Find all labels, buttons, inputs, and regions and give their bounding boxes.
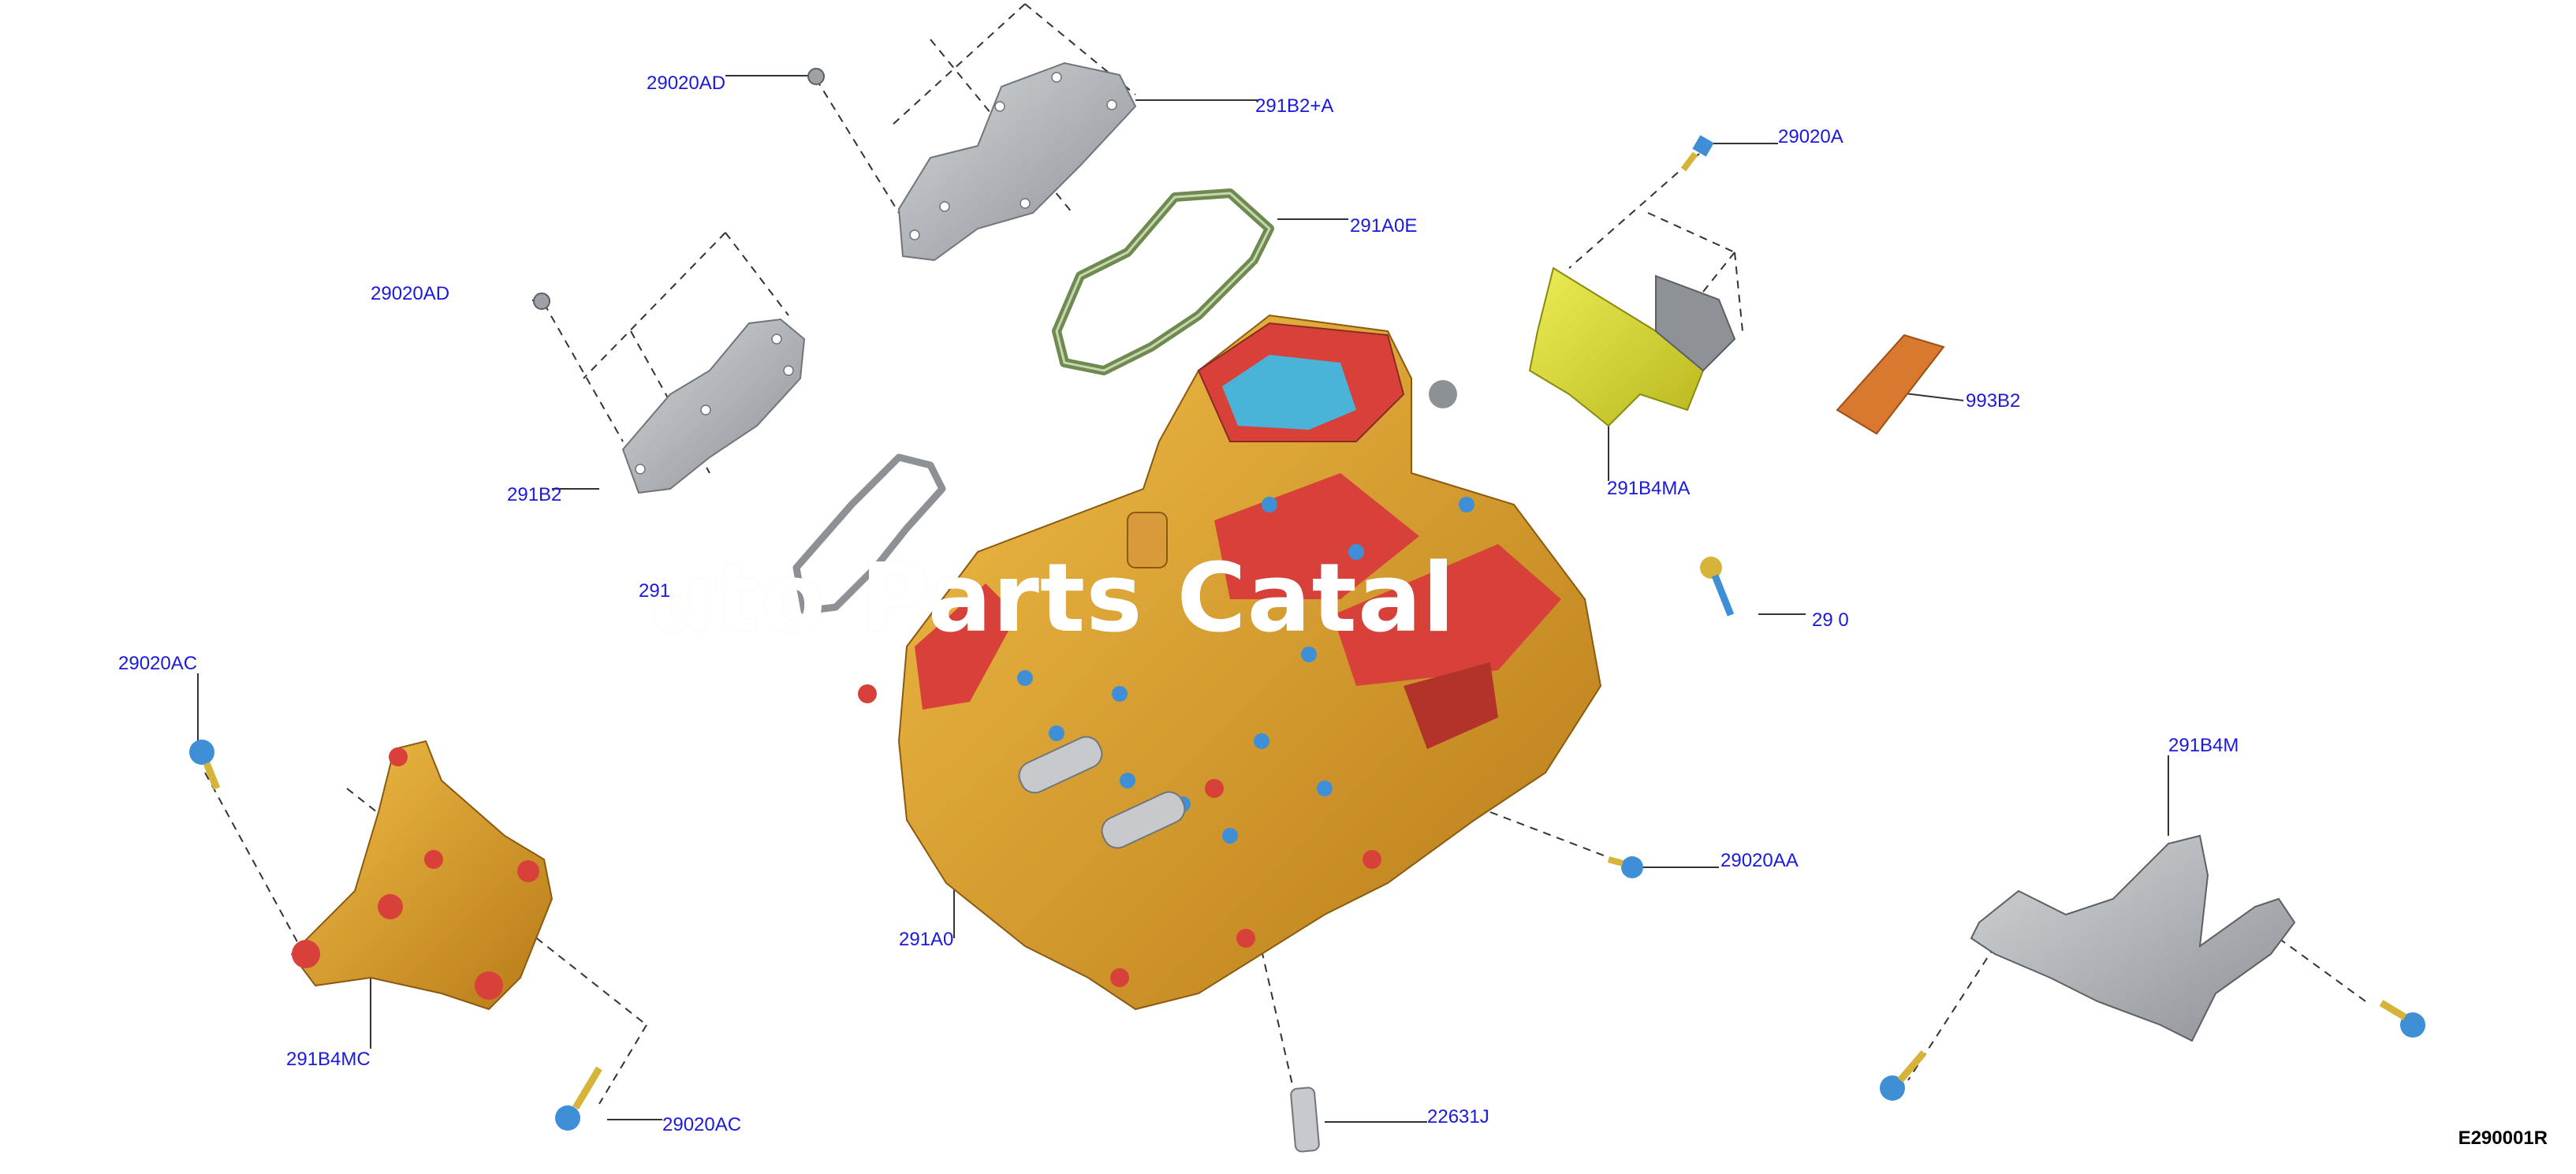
top-cover-plate (897, 61, 1137, 262)
middle-cover-plate (621, 318, 806, 494)
callout-291-partial[interactable]: 291 (639, 580, 671, 602)
bolt-right-b (2379, 1000, 2425, 1038)
bolt-29020AA (1607, 856, 1643, 878)
callout-29020A[interactable]: 29020A (1778, 126, 1843, 147)
callout-29020AC-bottom[interactable]: 29020AC (662, 1114, 742, 1135)
callout-29020AC-left[interactable]: 29020AC (118, 653, 198, 674)
right-grey-bracket (1970, 834, 2296, 1042)
bolt-29020AC-left (189, 740, 221, 790)
sensor-22631J (1290, 1086, 1320, 1153)
green-gasket (1052, 188, 1274, 375)
callout-291A0[interactable]: 291A0 (899, 929, 954, 950)
callout-993B2[interactable]: 993B2 (1966, 390, 2021, 412)
callout-291B4MC[interactable]: 291B4MC (286, 1049, 371, 1070)
bolt-29020AD-mid (533, 293, 550, 310)
bolt-2900-partial (1700, 557, 1735, 617)
callout-291A0E[interactable]: 291A0E (1350, 215, 1418, 237)
main-transmission-housing (858, 314, 1602, 1011)
callout-29020AD-top[interactable]: 29020AD (647, 73, 726, 94)
left-gold-bracket (290, 740, 554, 1011)
callout-291B4M[interactable]: 291B4M (2168, 735, 2239, 756)
yellow-bracket (1528, 266, 1736, 427)
leader-lines (197, 75, 2169, 1123)
callout-29020AA[interactable]: 29020AA (1720, 850, 1799, 871)
bolt-right-a (1880, 1050, 1927, 1101)
orange-pad (1836, 334, 1945, 435)
callout-291B4MA[interactable]: 291B4MA (1607, 478, 1691, 499)
bolt-29020AD-top (807, 68, 825, 85)
grey-gasket (792, 453, 946, 615)
bolt-29020AC-bottom (555, 1066, 602, 1131)
callout-22631J[interactable]: 22631J (1427, 1106, 1489, 1127)
callout-29020AD-mid[interactable]: 29020AD (371, 283, 450, 304)
callout-291B2A[interactable]: 291B2+A (1255, 95, 1334, 117)
callout-291B2[interactable]: 291B2 (507, 484, 562, 505)
callout-2900-partial[interactable]: 29 0 (1812, 609, 1849, 631)
bolts (189, 68, 2425, 1153)
diagram-id-label: E290001R (2458, 1127, 2548, 1149)
bolt-29020A (1680, 135, 1714, 172)
watermark-text: uto Parts Catal (647, 544, 1456, 654)
